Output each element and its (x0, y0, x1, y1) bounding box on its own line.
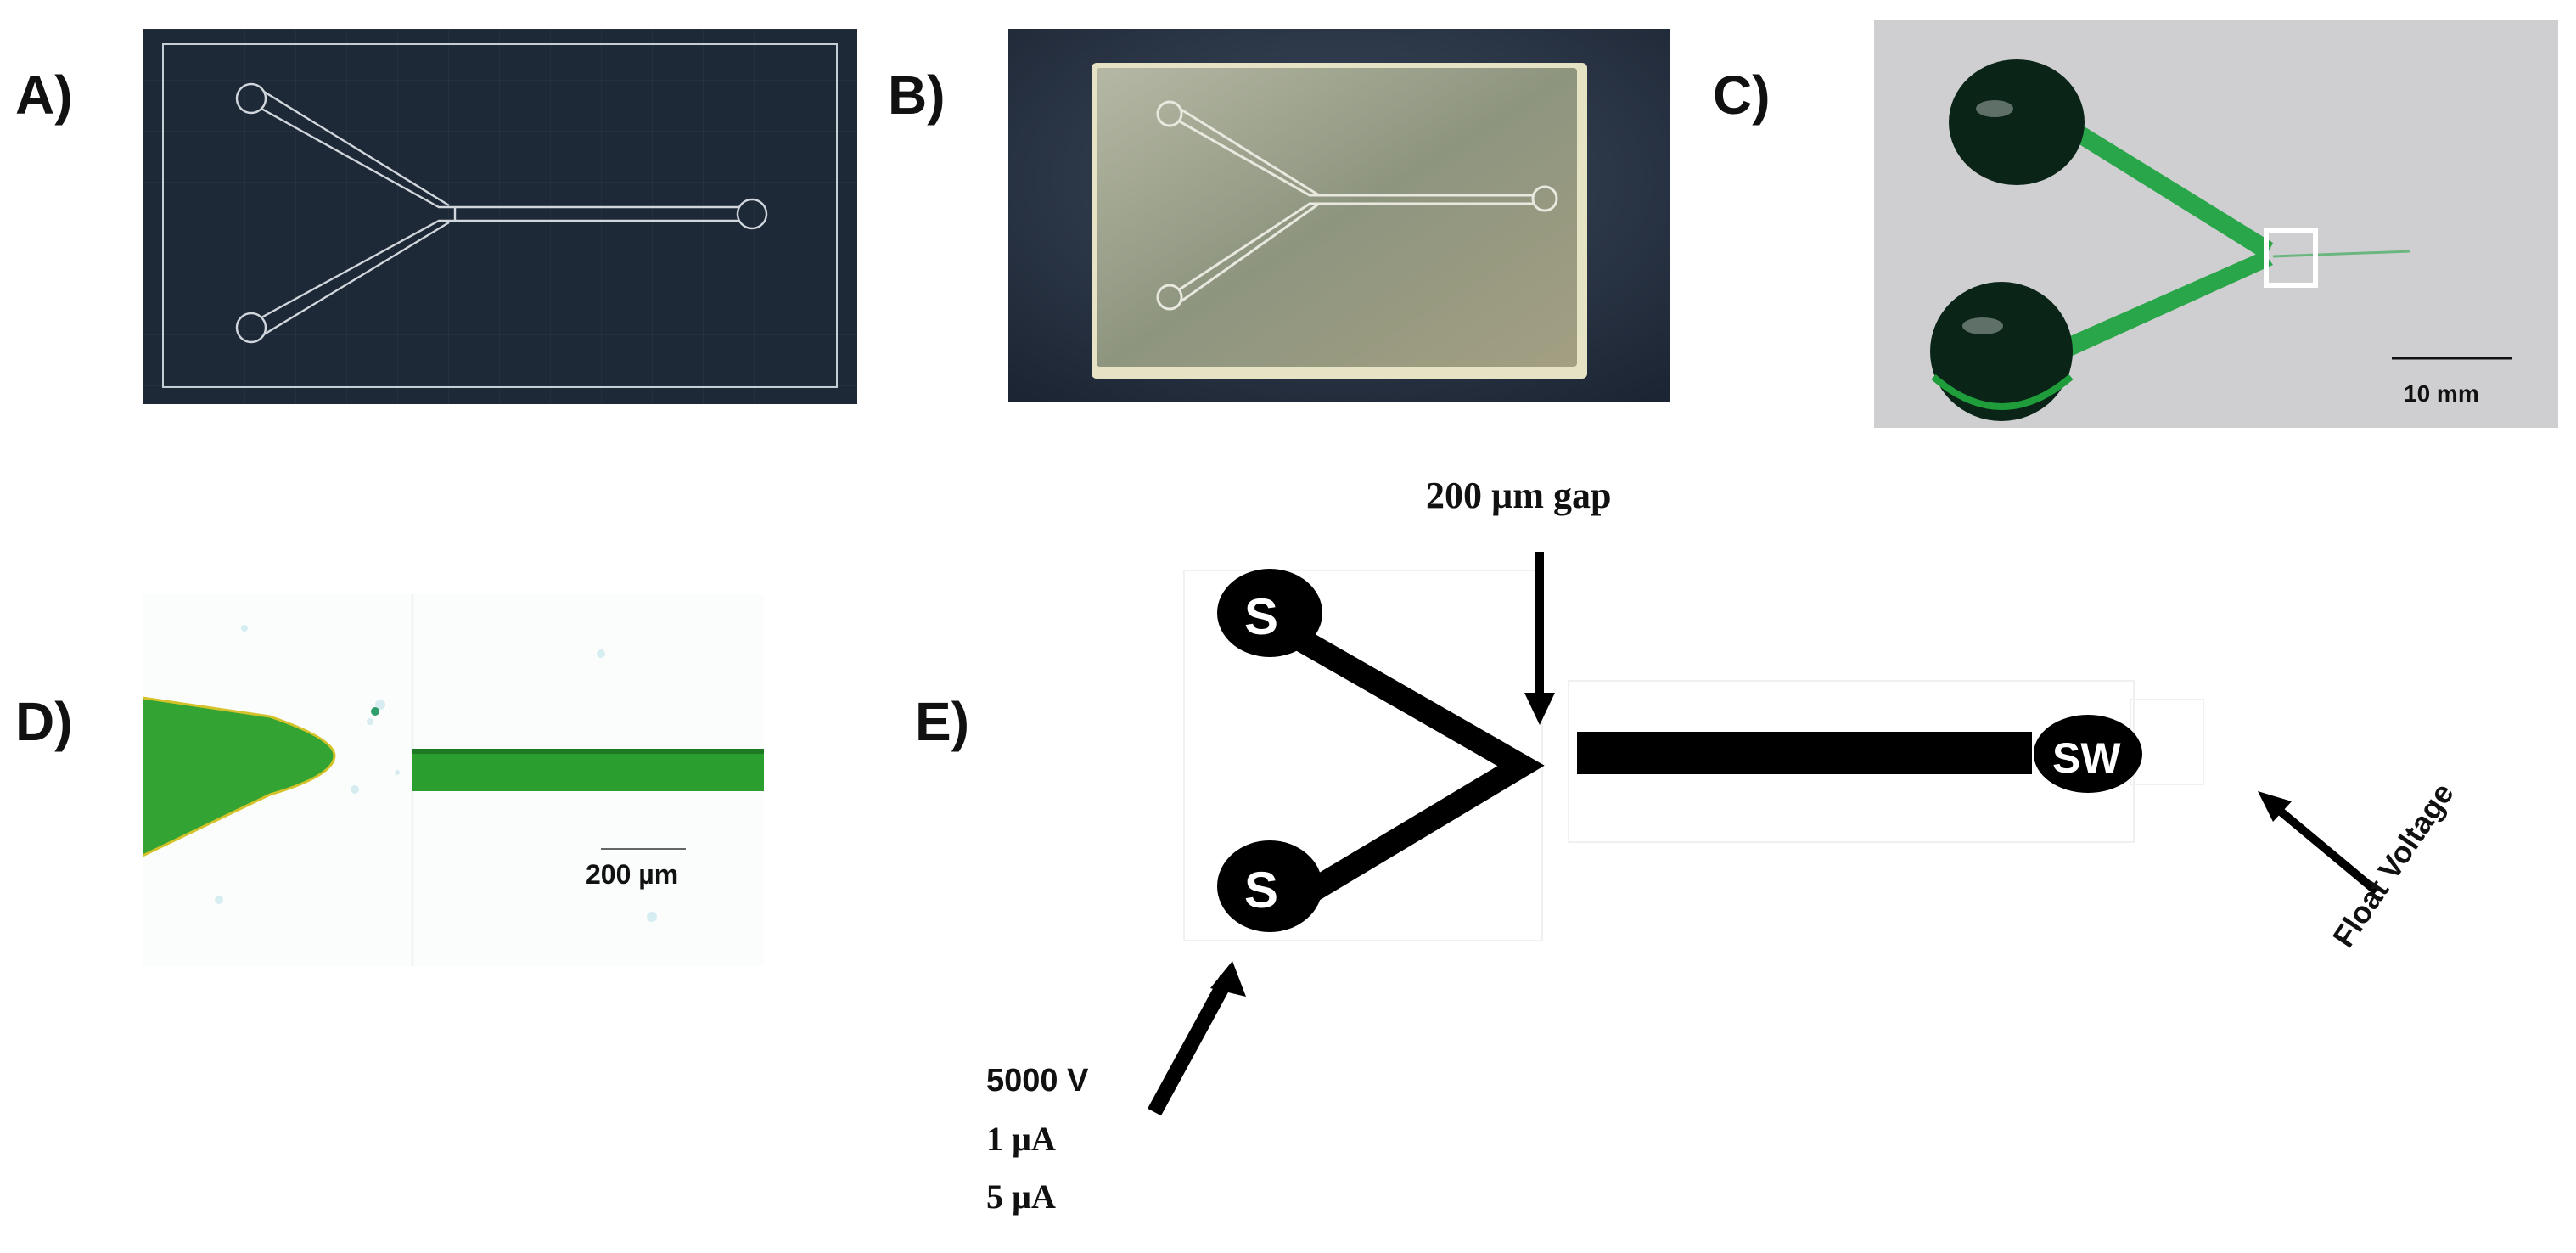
chip-outline (162, 43, 838, 388)
schematic-drawing (1148, 552, 2380, 1116)
arrows (1148, 552, 2380, 1116)
reservoir-s-bottom-label: S (1244, 862, 1279, 919)
reservoir-s-bottom (1217, 840, 1322, 932)
channel-outline (235, 82, 768, 344)
panel-label-c: C) (1713, 65, 1771, 126)
zoom-box (2264, 228, 2318, 288)
panel-label-e: E) (915, 691, 969, 752)
schematic-panel: S S SW 200 µm gap Float Voltage 5000 V 1… (951, 458, 2576, 1253)
chip-body (1097, 68, 1577, 367)
reservoir-sw-label: SW (2052, 734, 2121, 782)
reservoir-sw (2034, 715, 2142, 793)
y-channel (1269, 614, 1545, 921)
dye-filled-chip-photo: 10 mm (1874, 20, 2558, 428)
cad-design-drawing (143, 29, 857, 404)
gap-annotation: 200 µm gap (1426, 475, 1612, 516)
green-dye-channels (2035, 112, 2411, 363)
reservoir-top (1949, 59, 2085, 185)
reservoir-s-top-label: S (1244, 588, 1279, 645)
chip-channels (1156, 100, 1558, 311)
reservoir-s-top (1217, 569, 1322, 657)
supply-line-3: 5 µA (986, 1177, 1056, 1216)
dye-front-left (143, 698, 334, 856)
cad-design-panel (143, 29, 857, 404)
main-channel (1577, 732, 2032, 774)
microscope-image-panel: 200 µm (143, 594, 764, 966)
reservoir-bottom (1930, 282, 2073, 421)
panel-label-b: B) (888, 65, 946, 126)
dye-channel-right (412, 749, 764, 791)
scale-label-c: 10 mm (2404, 380, 2479, 407)
scale-label-d: 200 µm (586, 859, 679, 890)
supply-line-2: 1 µA (986, 1120, 1056, 1158)
panel-label-d: D) (15, 691, 73, 752)
supply-line-1: 5000 V (986, 1063, 1089, 1098)
fabricated-chip-photo (1008, 29, 1670, 402)
panel-label-a: A) (15, 65, 73, 126)
